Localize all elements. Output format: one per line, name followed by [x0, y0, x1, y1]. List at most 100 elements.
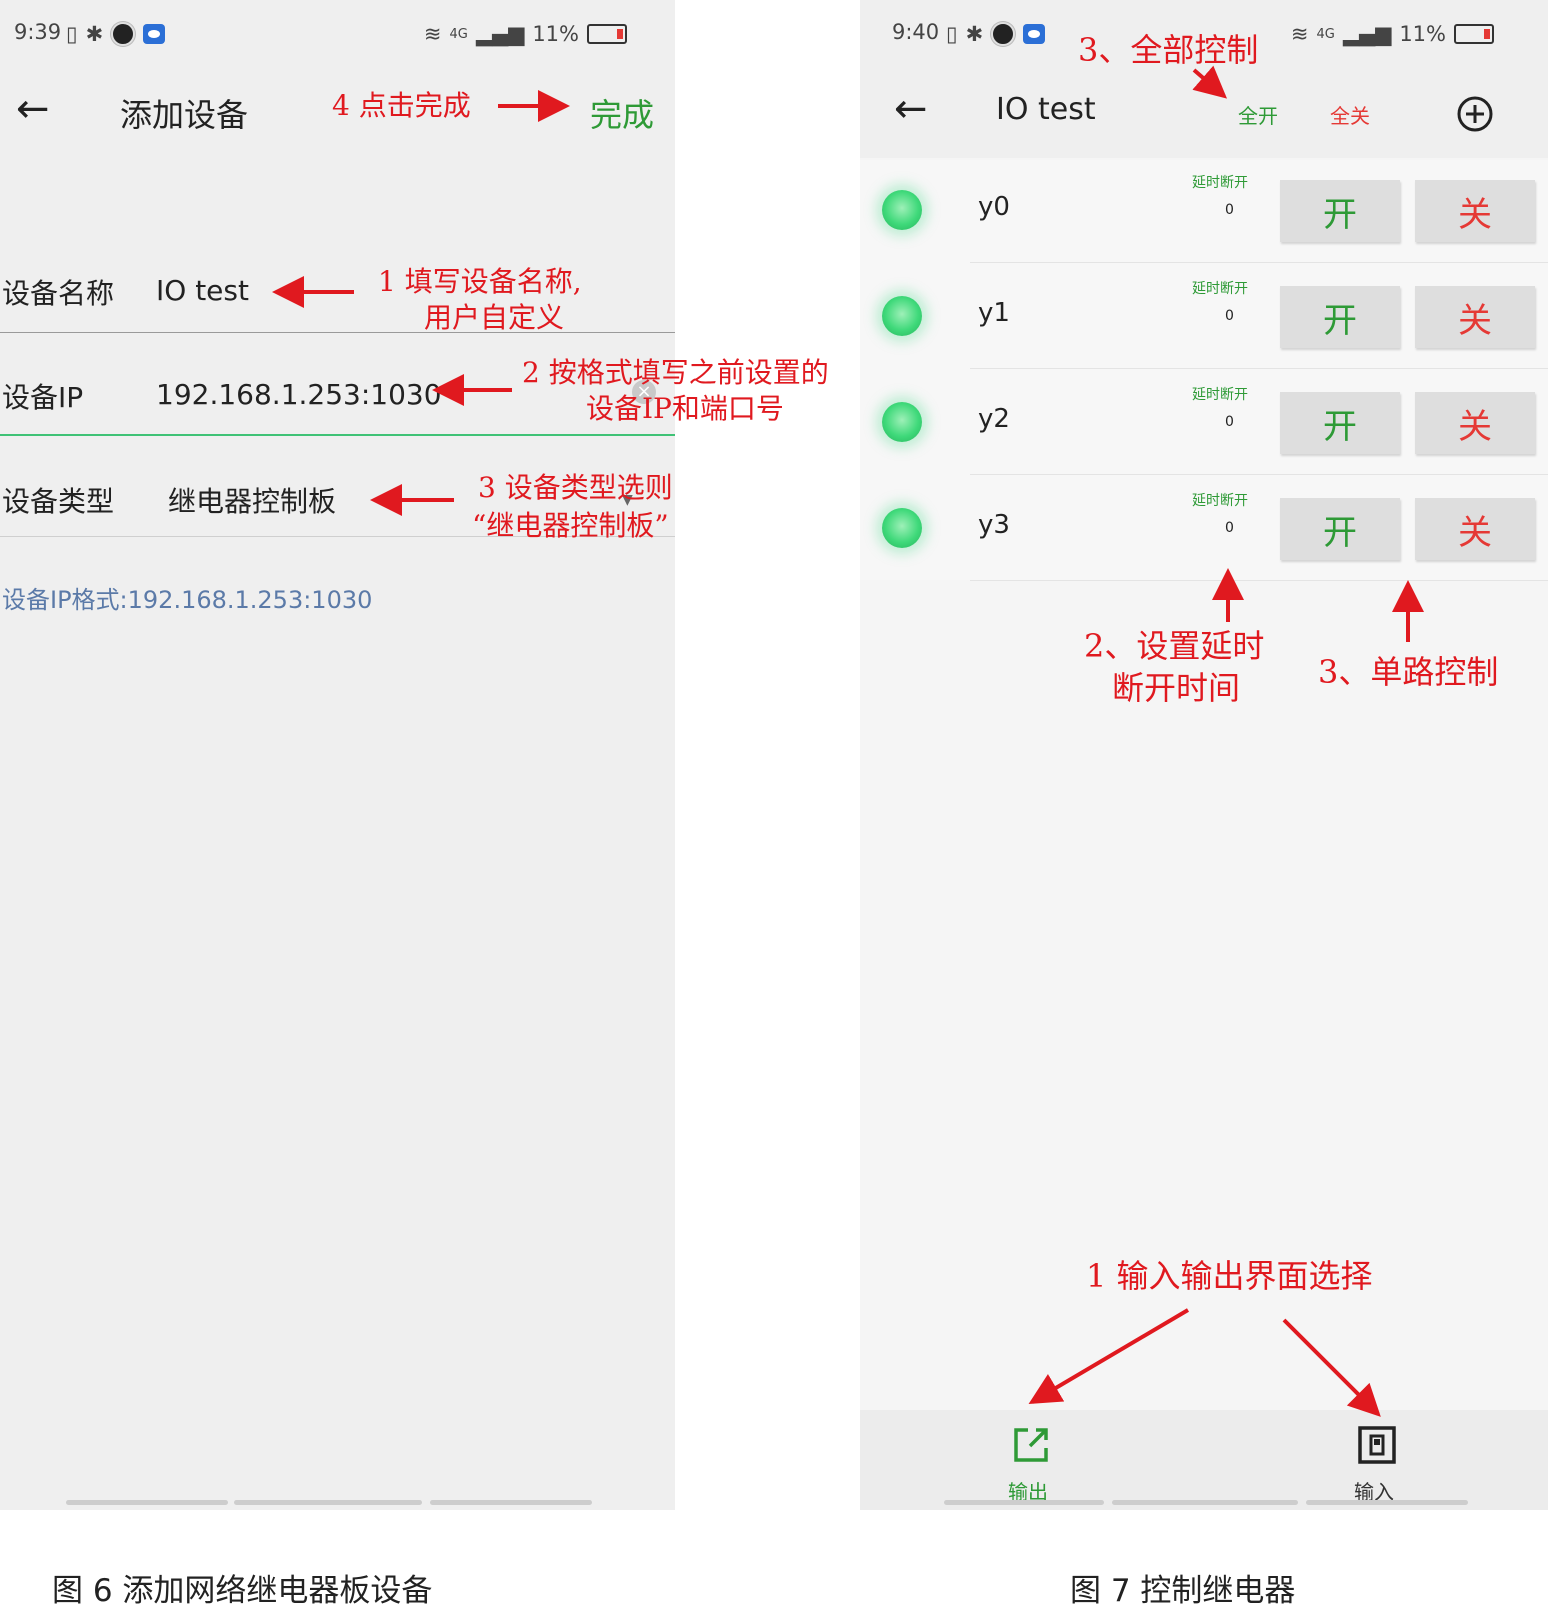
battery-icon: [587, 24, 627, 44]
arrow-to-output: [1028, 1308, 1190, 1405]
figure-7-caption: 图 7 控制继电器: [1070, 1573, 1296, 1609]
delay-input[interactable]: 0: [1225, 414, 1234, 430]
row-divider: [970, 580, 1548, 581]
ip-divider-focused: [0, 434, 675, 436]
signal-icon: ▂▄▆: [1342, 22, 1392, 46]
delay-input[interactable]: 0: [1225, 202, 1234, 218]
relay-row-y0: y0 延时断开 0 开 关: [860, 160, 1548, 263]
status-led-icon: [882, 190, 922, 230]
wifi-icon: ≋: [423, 22, 442, 46]
add-device-screen: 9:39 ▯ ✱ ≋ 4G ▂▄▆ 11% ← 添加设备 完成 设备名称 IO …: [0, 0, 675, 1510]
vibrate-icon: ▯: [946, 22, 958, 46]
row-divider: [970, 474, 1548, 475]
clear-input-icon[interactable]: ×: [632, 380, 656, 404]
relay-row-y1: y1 延时断开 0 开 关: [860, 266, 1548, 369]
annotation-type-line1: 3 设备类型选则: [478, 471, 673, 504]
battery-text: 11%: [1399, 22, 1446, 46]
page-title: 添加设备: [120, 96, 249, 134]
device-ip-label: 设备IP: [2, 381, 84, 414]
annotation-delay-line2: 断开时间: [1112, 669, 1241, 707]
annotation-ip-line1: 2 按格式填写之前设置的: [522, 356, 829, 389]
annotation-io-select: 1 输入输出界面选择: [1086, 1257, 1373, 1295]
on-button[interactable]: 开: [1280, 286, 1400, 348]
output-share-icon: [1014, 1428, 1048, 1462]
back-arrow-icon[interactable]: ←: [894, 86, 928, 132]
camera-app-icon: [111, 22, 136, 46]
relay-row-y3: y3 延时断开 0 开 关: [860, 478, 1548, 581]
status-bar: 9:40 ▯ ✱ ≋ 4G ▂▄▆ 11%: [860, 0, 1548, 66]
annotation-name-line2: 用户自定义: [424, 301, 565, 334]
device-ip-input[interactable]: 192.168.1.253:1030: [156, 378, 442, 411]
bluetooth-icon: ✱: [85, 22, 104, 46]
type-divider: [0, 536, 675, 537]
battery-icon: [1454, 24, 1494, 44]
signal-type: 4G: [449, 26, 468, 42]
back-arrow-icon[interactable]: ←: [16, 86, 50, 132]
delay-label: 延时断开: [1192, 175, 1248, 191]
eye-app-icon: [1023, 24, 1046, 44]
delay-input[interactable]: 0: [1225, 308, 1234, 324]
relay-control-screen: 9:40 ▯ ✱ ≋ 4G ▂▄▆ 11% ← IO test 全开 全关 y0: [860, 0, 1548, 1510]
device-title: IO test: [996, 92, 1096, 127]
arrow-to-input: [1282, 1318, 1381, 1417]
app-bar: ← 添加设备 完成: [0, 66, 675, 156]
off-button[interactable]: 关: [1415, 180, 1535, 242]
nav-handle: [234, 1500, 422, 1505]
status-time: 9:40: [892, 20, 940, 44]
annotation-ip-line2: 设备IP和端口号: [586, 392, 784, 425]
annotation-name-line1: 1 填写设备名称,: [378, 265, 582, 298]
dropdown-arrow-icon[interactable]: ▼: [622, 492, 633, 508]
signal-icon: ▂▄▆: [475, 22, 525, 46]
arrow-to-all-on: [1192, 65, 1228, 99]
camera-app-icon: [991, 22, 1016, 46]
relay-name: y1: [978, 298, 1010, 328]
nav-handle: [944, 1500, 1104, 1505]
nav-handle: [430, 1500, 592, 1505]
on-button[interactable]: 开: [1280, 392, 1400, 454]
annotation-all-control: 3、全部控制: [1078, 31, 1259, 69]
signal-type: 4G: [1316, 26, 1335, 42]
plus-circle-icon[interactable]: [1456, 95, 1494, 133]
off-button[interactable]: 关: [1415, 498, 1535, 560]
on-button[interactable]: 开: [1280, 180, 1400, 242]
row-divider: [970, 262, 1548, 263]
nav-handle: [66, 1500, 228, 1505]
annotation-click-done: 4 点击完成: [332, 89, 471, 122]
bottom-nav: 输出 输入: [860, 1410, 1548, 1510]
relay-name: y3: [978, 510, 1010, 540]
name-divider: [0, 332, 675, 333]
delay-label: 延时断开: [1192, 281, 1248, 297]
status-led-icon: [882, 402, 922, 442]
device-name-label: 设备名称: [2, 277, 115, 310]
off-button[interactable]: 关: [1415, 392, 1535, 454]
device-name-input[interactable]: IO test: [156, 274, 249, 307]
wifi-icon: ≋: [1290, 22, 1309, 46]
input-switch-icon: [1358, 1426, 1396, 1464]
nav-handle: [1306, 1500, 1468, 1505]
battery-text: 11%: [532, 22, 579, 46]
annotation-type-line2: “继电器控制板”: [472, 509, 669, 542]
all-on-button[interactable]: 全开: [1238, 104, 1278, 128]
annotation-delay-line1: 2、设置延时: [1084, 627, 1265, 665]
ip-format-hint: 设备IP格式:192.168.1.253:1030: [2, 586, 373, 614]
device-type-select[interactable]: 继电器控制板: [168, 485, 337, 518]
eye-app-icon: [143, 24, 166, 44]
bluetooth-icon: ✱: [965, 22, 984, 46]
delay-input[interactable]: 0: [1225, 520, 1234, 536]
status-led-icon: [882, 508, 922, 548]
status-icons-right: ≋ 4G ▂▄▆ 11%: [424, 22, 627, 46]
vibrate-icon: ▯: [66, 22, 78, 46]
row-divider: [970, 368, 1548, 369]
status-icons-right: ≋ 4G ▂▄▆ 11%: [1291, 22, 1494, 46]
status-icons-left: ▯ ✱: [66, 22, 166, 46]
on-button[interactable]: 开: [1280, 498, 1400, 560]
relay-list: y0 延时断开 0 开 关 y1 延时断开 0 开 关 y2 延时断开 0 开 …: [860, 160, 1548, 581]
nav-handle: [1112, 1500, 1298, 1505]
all-off-button[interactable]: 全关: [1330, 104, 1370, 128]
relay-name: y2: [978, 404, 1010, 434]
done-button[interactable]: 完成: [590, 96, 655, 134]
off-button[interactable]: 关: [1415, 286, 1535, 348]
relay-name: y0: [978, 192, 1010, 222]
delay-label: 延时断开: [1192, 493, 1248, 509]
